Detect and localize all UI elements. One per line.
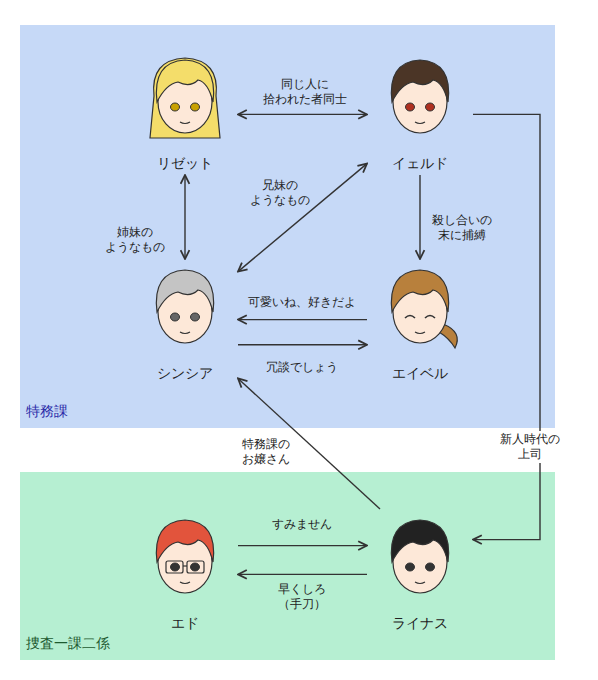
character-name: エイベル	[370, 364, 470, 382]
relation-label: 兄妹の ようなもの	[245, 178, 315, 208]
relation-label: すみません	[272, 517, 332, 532]
relation-arrow	[238, 319, 367, 320]
character-name: エド	[135, 614, 235, 632]
relation-label: 可愛いね、好きだよ	[248, 295, 356, 310]
character-face	[140, 262, 230, 350]
character-face	[375, 512, 465, 600]
relation-arrow	[473, 114, 540, 539]
character-name: リゼット	[135, 154, 235, 172]
character-face	[140, 512, 230, 600]
relation-label: 新人時代の 上司	[498, 431, 562, 463]
relation-arrow	[238, 164, 367, 272]
relation-arrow	[238, 344, 367, 345]
relation-arrow	[238, 574, 367, 575]
region-label-holder: 特務課	[26, 403, 68, 421]
relation-label: 姉妹の ようなもの	[100, 225, 170, 255]
relation-label: 早くしろ （手刀）	[270, 582, 334, 612]
edge-label-holder: 特務課の お嬢さん	[234, 436, 298, 468]
relation-arrow	[184, 175, 185, 259]
character-name: イェルド	[370, 154, 470, 172]
region-label: 捜査一課二係	[26, 635, 110, 653]
region-label-holder: 捜査一課二係	[26, 635, 110, 653]
character-node: エイベル	[370, 262, 470, 382]
region-band: 捜査一課二係 エド ライナス	[20, 472, 555, 660]
edge-label-holder: 兄妹の ようなもの	[245, 178, 315, 208]
relation-arrow	[238, 114, 367, 115]
edge-label-holder: 可愛いね、好きだよ	[237, 291, 367, 310]
relation-label: 同じ人に 拾われた者同士	[255, 77, 355, 107]
relation-label: 特務課の お嬢さん	[234, 436, 298, 468]
character-node: リゼット	[135, 52, 235, 172]
character-name: シンシア	[135, 364, 235, 382]
character-face	[140, 52, 230, 140]
edge-label-holder: 早くしろ （手刀）	[270, 582, 334, 612]
edge-label-holder: 同じ人に 拾われた者同士	[255, 77, 355, 107]
edge-label-holder: 冗談でしょう	[237, 356, 367, 375]
relation-arrow	[238, 545, 367, 546]
relation-arrow	[419, 175, 420, 259]
character-face	[375, 52, 465, 140]
relation-label: 殺し合いの 末に捕縛	[427, 213, 497, 243]
edge-label-holder: 新人時代の 上司	[498, 431, 562, 463]
region-label: 特務課	[26, 403, 68, 421]
character-node: ライナス	[370, 512, 470, 632]
character-node: イェルド	[370, 52, 470, 172]
relation-label: 冗談でしょう	[266, 360, 338, 375]
character-node: エド	[135, 512, 235, 632]
edge-label-holder: 殺し合いの 末に捕縛	[427, 213, 497, 243]
character-name: ライナス	[370, 614, 470, 632]
character-node: シンシア	[135, 262, 235, 382]
character-face	[375, 262, 465, 350]
edge-label-holder: 姉妹の ようなもの	[100, 225, 170, 255]
edge-label-holder: すみません	[252, 513, 352, 532]
